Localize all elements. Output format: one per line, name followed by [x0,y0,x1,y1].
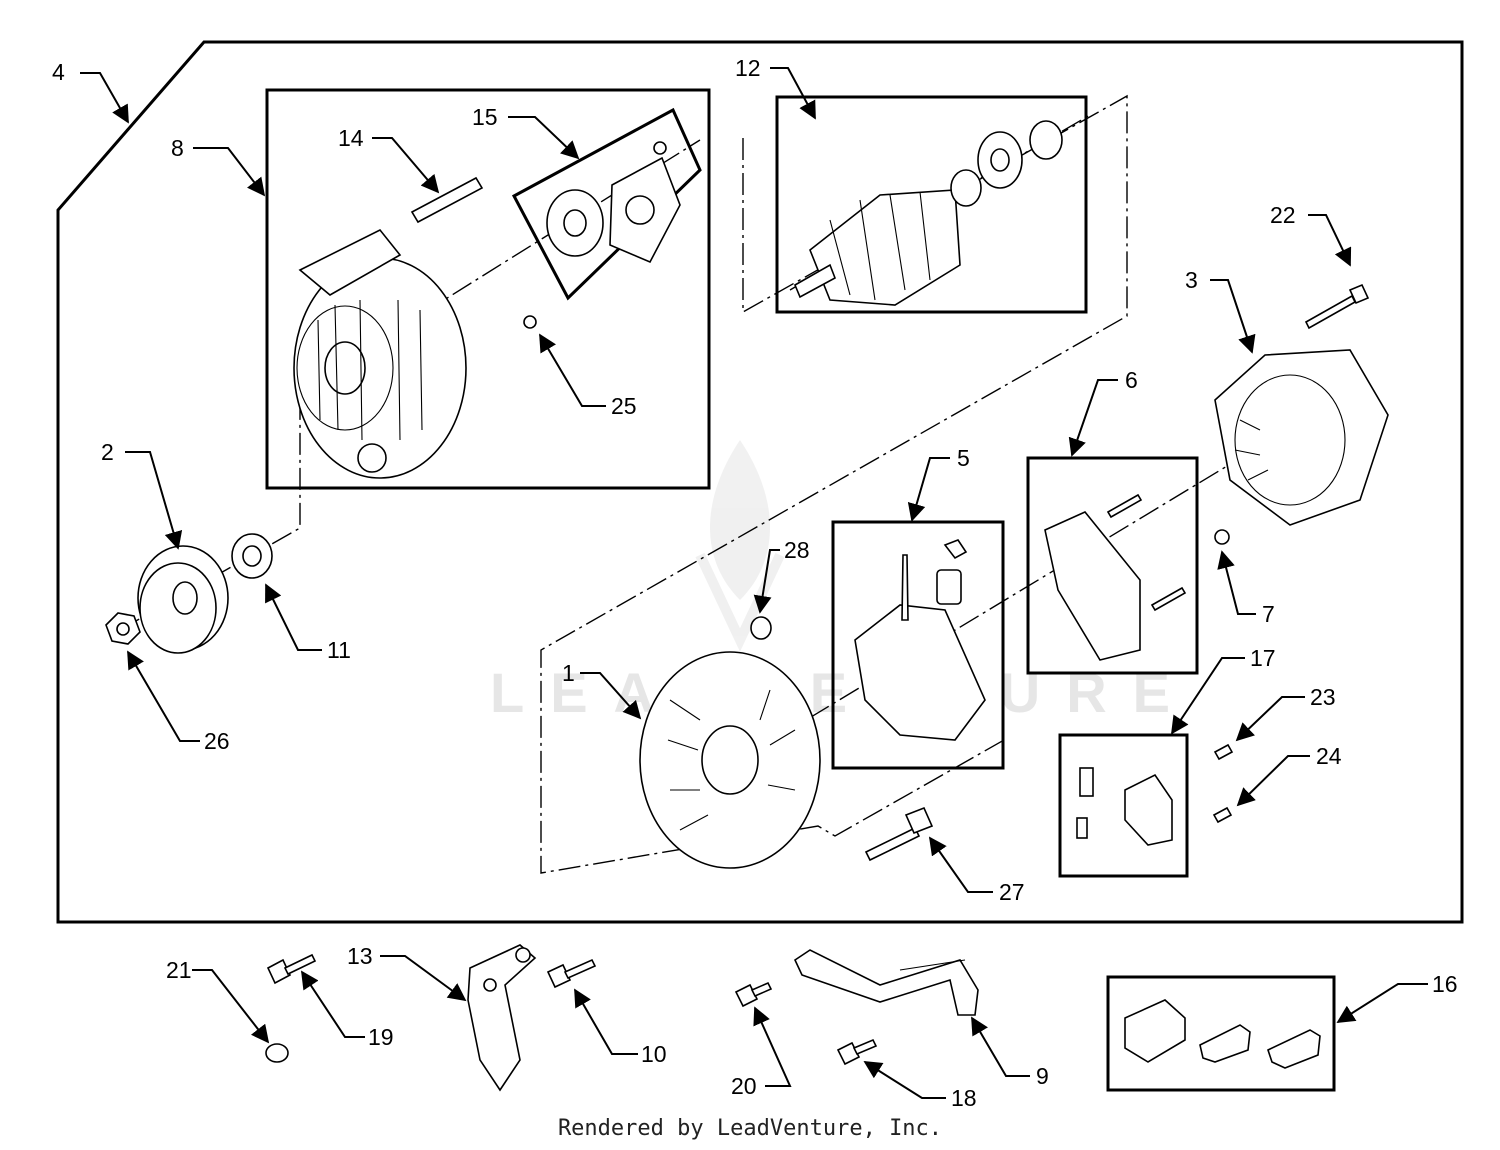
callout-17: 17 [1250,645,1276,671]
mounting-bolt-part [864,806,934,862]
terminal-nut-part [750,616,772,640]
callout-25: 25 [611,393,637,419]
arm-bolt-part [836,1038,878,1066]
brush-screw-alt-part [1212,806,1233,824]
box-drive-end-frame [265,88,711,490]
callout-1: 1 [562,660,575,686]
arm-screw-part [734,981,773,1008]
brush-screw-part [1213,743,1234,761]
watermark-text: LEADVENTURE [490,661,1196,724]
callout-21: 21 [166,957,192,983]
callout-5: 5 [957,445,970,471]
callout-14: 14 [338,125,364,151]
pulley-nut-part [105,612,141,645]
callout-2: 2 [101,439,114,465]
callout-labels: 4 8 14 15 25 12 22 3 6 5 7 2 11 26 28 1 … [52,55,1458,1111]
drive-end-housing-part [293,228,467,479]
callout-16: 16 [1432,971,1458,997]
bracket-nut-part [265,1043,289,1063]
callout-19: 19 [368,1024,394,1050]
box-bearing-retainer [511,107,702,301]
callout-11: 11 [327,637,351,663]
callout-12: 12 [735,55,761,81]
callout-3: 3 [1185,267,1198,293]
regulator-part [1044,493,1187,661]
callout-8: 8 [171,135,184,161]
bearing-retainer-part [546,141,681,264]
callout-28: 28 [784,537,810,563]
collar-part [231,533,273,579]
callout-9: 9 [1036,1063,1049,1089]
box-rotor [775,95,1088,314]
box-rectifier [831,520,1005,770]
leader-lines [80,67,1428,1099]
through-bolt-part [1304,283,1370,330]
bracket-bolt-alt-part [546,958,597,989]
callout-4: 4 [52,59,65,85]
callout-24: 24 [1316,743,1342,769]
box-connector-kit [1106,975,1336,1092]
centre-axis-front [119,139,701,631]
callout-23: 23 [1310,684,1336,710]
callout-22: 22 [1270,202,1296,228]
rear-cover-part [1214,349,1389,526]
regulator-screw-part [1214,529,1230,545]
rotor-part [793,120,1063,306]
callout-13: 13 [347,943,373,969]
callout-18: 18 [951,1085,977,1111]
stud-part [410,176,484,224]
callout-10: 10 [641,1041,667,1067]
box-regulator [1026,456,1199,675]
pulley-part [137,545,229,654]
callout-27: 27 [999,879,1025,905]
callout-15: 15 [472,104,498,130]
brush-kit-part [1076,767,1173,846]
callout-26: 26 [204,728,230,754]
small-screw-part [523,315,537,329]
footer-credit: Rendered by LeadVenture, Inc. [557,1116,943,1141]
watermark-logo-icon [695,440,785,652]
callout-6: 6 [1125,367,1138,393]
bracket-part [467,944,537,1092]
adjusting-arm-part [793,949,979,1016]
callout-20: 20 [731,1073,757,1099]
callout-7: 7 [1262,601,1275,627]
connector-kit-part [1124,999,1321,1069]
assembly-frame [56,40,1464,924]
rectifier-part [854,539,986,741]
bracket-bolt-part [266,953,317,985]
rear-frame-part [639,651,821,869]
box-brush-kit [1058,733,1189,878]
